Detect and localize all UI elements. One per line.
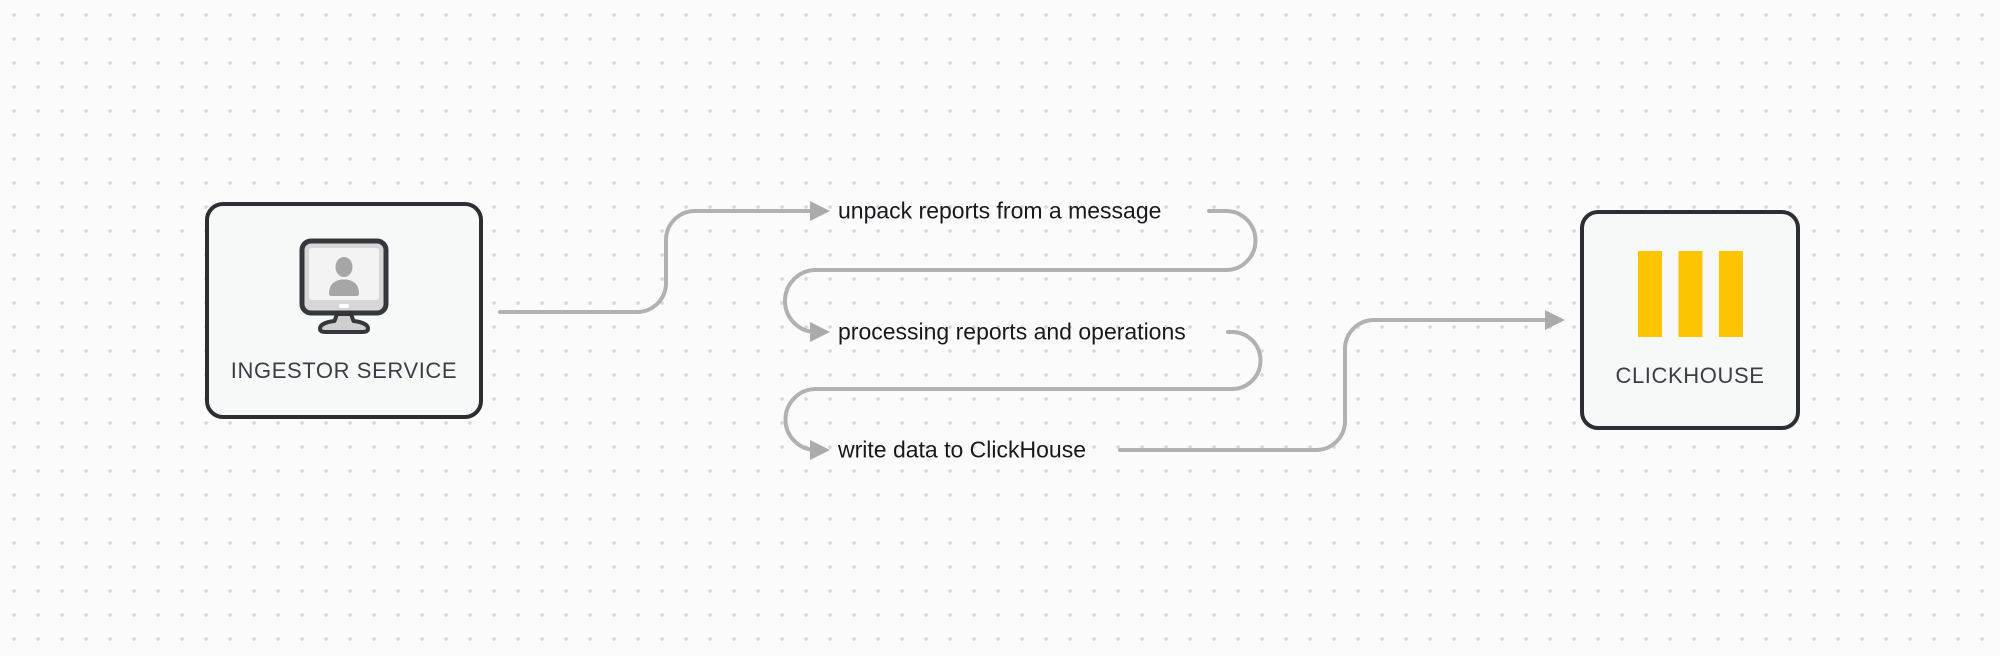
- step-label-processing: processing reports and operations: [838, 318, 1186, 345]
- connector-step2-to-step3: [783, 330, 1263, 452]
- node-ingestor-service[interactable]: INGESTOR SERVICE: [205, 202, 483, 419]
- clickhouse-bar: [1678, 251, 1702, 337]
- arrowhead-step2-icon: [810, 322, 830, 342]
- node-label: INGESTOR SERVICE: [230, 357, 458, 383]
- clickhouse-bar: [1718, 251, 1743, 337]
- monitor-chin-dash: [339, 303, 349, 308]
- node-label: CLICKHOUSE: [1615, 363, 1765, 388]
- arrowhead-step3-icon: [810, 440, 830, 460]
- connector-ingestor-to-step1: [498, 209, 812, 314]
- connector-step1-to-step2: [783, 209, 1258, 334]
- monitor-user-icon: [299, 238, 389, 334]
- clickhouse-bar: [1637, 251, 1662, 337]
- connector-step3-to-clickhouse: [1118, 318, 1547, 452]
- monitor-stand: [318, 311, 370, 334]
- person-silhouette-icon: [335, 256, 353, 277]
- arrowhead-step1-icon: [810, 201, 830, 221]
- step-label-write: write data to ClickHouse: [838, 436, 1086, 463]
- node-clickhouse[interactable]: CLICKHOUSE: [1580, 210, 1800, 430]
- clickhouse-logo-icon: [1637, 251, 1743, 337]
- step-label-unpack: unpack reports from a message: [838, 197, 1162, 224]
- person-shoulders: [329, 279, 359, 296]
- arrowhead-clickhouse-icon: [1545, 310, 1565, 330]
